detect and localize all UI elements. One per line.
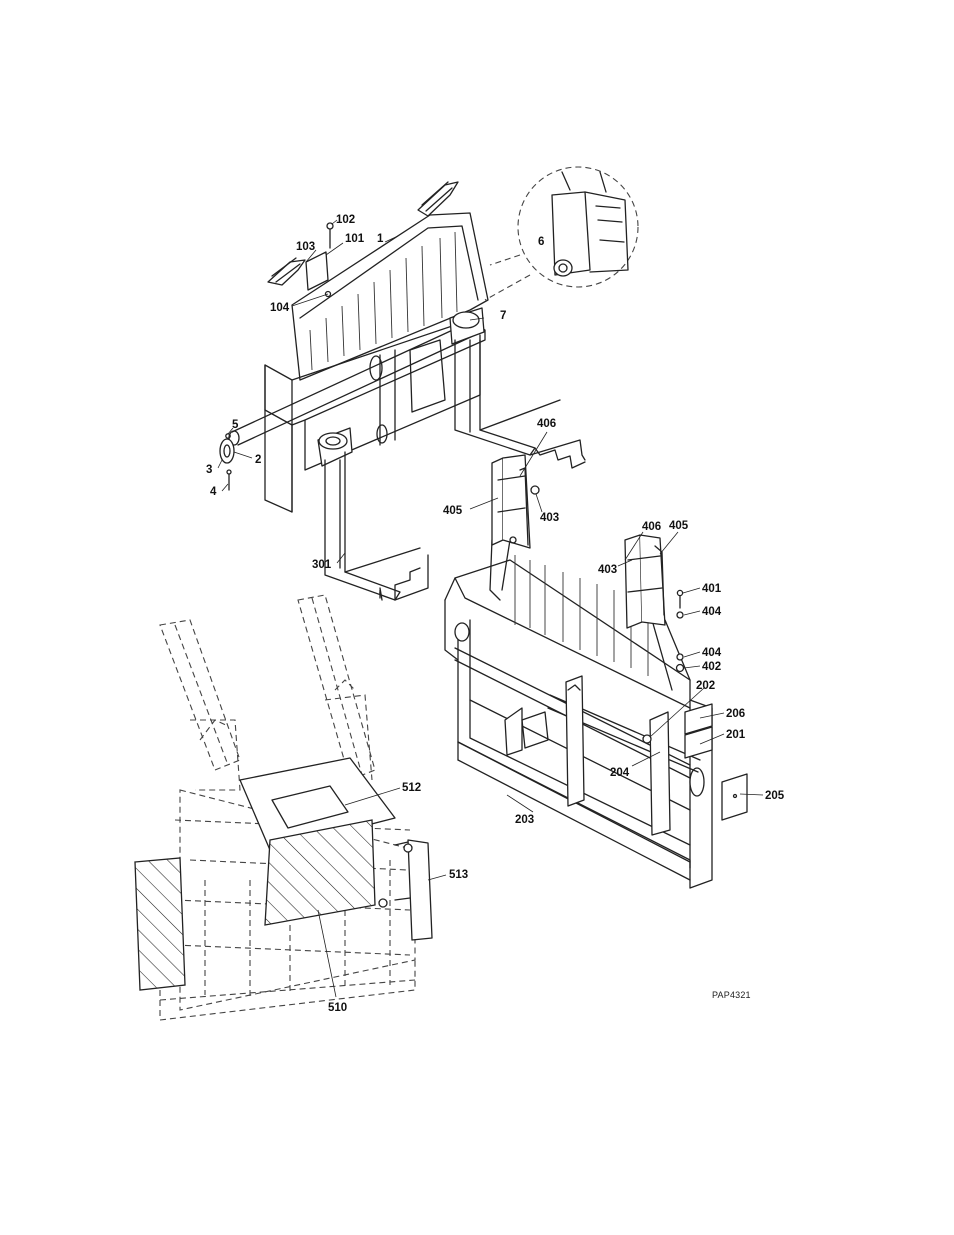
- callout-6: 6: [538, 236, 544, 248]
- callout-4: 4: [210, 486, 217, 498]
- callout-204: 204: [610, 767, 630, 779]
- callout-510: 510: [328, 1002, 347, 1014]
- callout-1: 1: [377, 233, 384, 245]
- fork-carriage-assembly: [220, 182, 585, 600]
- callout-402: 402: [702, 661, 721, 673]
- callout-3: 3: [206, 464, 212, 476]
- callout-202: 202: [696, 680, 715, 692]
- callout-403-lower: 403: [598, 564, 617, 576]
- callout-205: 205: [765, 790, 785, 802]
- callout-102: 102: [336, 214, 355, 226]
- callout-301: 301: [312, 559, 332, 571]
- callout-104: 104: [270, 302, 290, 314]
- callout-5: 5: [232, 419, 239, 431]
- callout-405-upper: 405: [443, 505, 463, 517]
- callout-403-upper: 403: [540, 512, 559, 524]
- callout-512: 512: [402, 782, 421, 794]
- callout-7: 7: [500, 310, 506, 322]
- callout-201: 201: [726, 729, 746, 741]
- callout-406-lower: 406: [642, 521, 661, 533]
- callout-103: 103: [296, 241, 315, 253]
- drawing-reference-code: PAP4321: [712, 990, 751, 1000]
- callout-406-upper: 406: [537, 418, 556, 430]
- callout-2: 2: [255, 454, 261, 466]
- callout-405-lower: 405: [669, 520, 689, 532]
- callout-203: 203: [515, 814, 534, 826]
- callout-513: 513: [449, 869, 468, 881]
- callout-101: 101: [345, 233, 365, 245]
- callout-401: 401: [702, 583, 722, 595]
- callout-404-upper: 404: [702, 606, 722, 618]
- hitch-brackets: [492, 455, 684, 672]
- callout-404-lower: 404: [702, 647, 722, 659]
- guard-plates: [135, 758, 432, 990]
- callout-206: 206: [726, 708, 745, 720]
- detail-view-6: [485, 167, 638, 300]
